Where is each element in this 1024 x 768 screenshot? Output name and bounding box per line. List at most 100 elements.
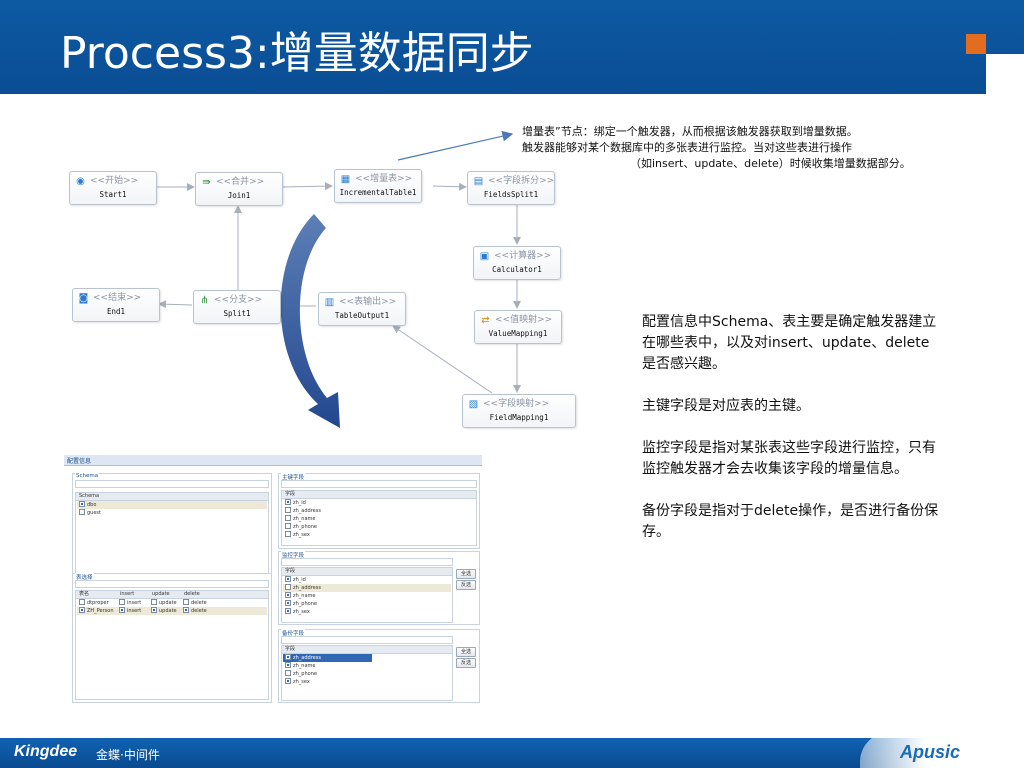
checkbox-icon[interactable] <box>285 608 291 614</box>
node-fields-split[interactable]: ▤ <<字段拆分>> FieldsSplit1 <box>467 171 555 205</box>
slide-footer: Kingdee 金蝶·中间件 Apusic <box>0 732 1024 768</box>
config-panel: 配置信息 Schema Schema dbo guest 表选择 表名 inse… <box>64 455 482 705</box>
end-icon: ◙ <box>78 293 89 304</box>
checkbox-icon[interactable] <box>79 607 85 613</box>
field-row[interactable]: zh_sex <box>283 678 451 686</box>
schema-row[interactable]: dbo <box>77 501 267 509</box>
table-select-table: 表名 insert update delete dtproper insert … <box>75 590 269 700</box>
edge-join-inc <box>281 182 333 191</box>
monitor-field-group: 监控字段 字段 zh_id zh_address zh_name zh_phon… <box>278 551 480 625</box>
value-mapping-icon: ⇄ <box>481 315 490 326</box>
checkbox-icon[interactable] <box>79 509 85 515</box>
checkbox-icon[interactable] <box>285 600 291 606</box>
field-row[interactable]: zh_id <box>283 576 451 584</box>
apusic-logo-panel: Apusic <box>860 732 1024 768</box>
incremental-table-icon: ▦ <box>340 174 351 185</box>
node-split[interactable]: ⋔ <<分支>> Split1 <box>193 290 281 324</box>
field-row[interactable]: zh_sex <box>283 531 475 539</box>
slide-header: Process3:增量数据同步 <box>0 0 1024 94</box>
backup-invert-button[interactable]: 反选 <box>456 658 476 668</box>
node-join[interactable]: ⇛ <<合并>> Join1 <box>195 172 283 206</box>
node-incremental-table[interactable]: ▦ <<增量表>> IncrementalTable1 <box>334 169 422 203</box>
table-row[interactable]: ZH_Person insert update delete <box>77 607 267 615</box>
checkbox-icon[interactable] <box>285 523 291 529</box>
table-row[interactable]: dtproper insert update delete <box>77 599 267 607</box>
table-filter-input[interactable] <box>75 580 269 588</box>
checkbox-icon[interactable] <box>183 607 189 613</box>
config-explanation: 配置信息中Schema、表主要是确定触发器建立在哪些表中，以及对insert、u… <box>642 314 939 540</box>
checkbox-icon[interactable] <box>285 584 291 590</box>
fields-split-icon: ▤ <box>473 176 484 187</box>
checkbox-icon[interactable] <box>151 599 157 605</box>
monitor-filter-input[interactable] <box>281 558 453 566</box>
slide-title: Process3:增量数据同步 <box>60 28 534 79</box>
checkbox-icon[interactable] <box>79 501 85 507</box>
primary-key-table: 字段 zh_id zh_address zh_name zh_phone zh_… <box>281 490 477 546</box>
node-value-mapping[interactable]: ⇄ <<值映射>> ValueMapping1 <box>474 310 562 344</box>
schema-row[interactable]: guest <box>77 509 267 517</box>
schema-table: Schema dbo guest <box>75 492 269 578</box>
field-row[interactable]: zh_address <box>283 584 451 592</box>
checkbox-icon[interactable] <box>285 662 291 668</box>
checkbox-icon[interactable] <box>285 678 291 684</box>
primary-filter-input[interactable] <box>281 480 477 488</box>
field-row[interactable]: zh_name <box>283 662 451 670</box>
checkbox-icon[interactable] <box>285 507 291 513</box>
backup-filter-input[interactable] <box>281 636 453 644</box>
field-row[interactable]: zh_phone <box>283 670 451 678</box>
branch-icon: ⋔ <box>200 295 209 306</box>
callout-arrow <box>397 130 514 161</box>
big-curved-arrow <box>280 214 340 428</box>
apusic-logo: Apusic <box>900 742 961 762</box>
field-mapping-icon: ▧ <box>468 399 479 410</box>
field-row[interactable]: zh_sex <box>283 608 451 616</box>
orange-square-decoration <box>966 34 986 54</box>
monitor-select-all-button[interactable]: 全选 <box>456 569 476 579</box>
field-row[interactable]: zh_phone <box>283 600 451 608</box>
field-row[interactable]: zh_name <box>283 592 451 600</box>
edge-inc-fsplit <box>432 182 467 191</box>
start-icon: ◉ <box>76 176 85 187</box>
checkbox-icon[interactable] <box>183 599 189 605</box>
schema-filter-input[interactable] <box>75 480 269 488</box>
merge-icon: ⇛ <box>202 177 211 188</box>
monitor-invert-button[interactable]: 反选 <box>456 580 476 590</box>
checkbox-icon[interactable] <box>285 531 291 537</box>
config-panel-titlebar: 配置信息 <box>64 455 482 466</box>
checkbox-icon[interactable] <box>79 599 85 605</box>
node-table-output[interactable]: ▥ <<表输出>> TableOutput1 <box>318 292 406 326</box>
table-select-group: 表选择 表名 insert update delete dtproper ins… <box>72 573 272 703</box>
node-calculator[interactable]: ▣ <<计算器>> Calculator1 <box>473 246 561 280</box>
checkbox-icon[interactable] <box>285 515 291 521</box>
node-field-mapping[interactable]: ▧ <<字段映射>> FieldMapping1 <box>462 394 576 428</box>
edge-fmap-tout <box>392 325 493 394</box>
checkbox-icon[interactable] <box>285 654 291 660</box>
calculator-icon: ▣ <box>479 251 490 262</box>
node-start[interactable]: ◉ <<开始>> Start1 <box>69 171 157 205</box>
field-row[interactable]: zh_id <box>283 499 475 507</box>
checkbox-icon[interactable] <box>119 607 125 613</box>
kingdee-logo: Kingdee <box>14 743 78 760</box>
checkbox-icon[interactable] <box>151 607 157 613</box>
table-output-icon: ▥ <box>324 297 335 308</box>
checkbox-icon[interactable] <box>285 670 291 676</box>
checkbox-icon[interactable] <box>119 599 125 605</box>
backup-field-group: 备份字段 字段 zh_address zh_name zh_phone zh_s… <box>278 629 480 703</box>
backup-select-all-button[interactable]: 全选 <box>456 647 476 657</box>
primary-key-group: 主键字段 字段 zh_id zh_address zh_name zh_phon… <box>278 473 480 549</box>
schema-group: Schema Schema dbo guest <box>72 473 272 581</box>
checkbox-icon[interactable] <box>285 576 291 582</box>
field-row[interactable]: zh_name <box>283 515 475 523</box>
incremental-table-note: 增量表”节点：绑定一个触发器，从而根据该触发器获取到增量数据。 触发器能够对某个… <box>522 125 911 170</box>
field-row[interactable]: zh_phone <box>283 523 475 531</box>
field-row[interactable]: zh_address <box>283 654 372 662</box>
checkbox-icon[interactable] <box>285 592 291 598</box>
checkbox-icon[interactable] <box>285 499 291 505</box>
kingdee-subtitle: 金蝶·中间件 <box>96 748 160 762</box>
white-square-decoration <box>986 54 1024 94</box>
node-end[interactable]: ◙ <<结束>> End1 <box>72 288 160 322</box>
edge-split-end <box>158 300 193 309</box>
monitor-field-table: 字段 zh_id zh_address zh_name zh_phone zh_… <box>281 567 453 623</box>
field-row[interactable]: zh_address <box>283 507 475 515</box>
